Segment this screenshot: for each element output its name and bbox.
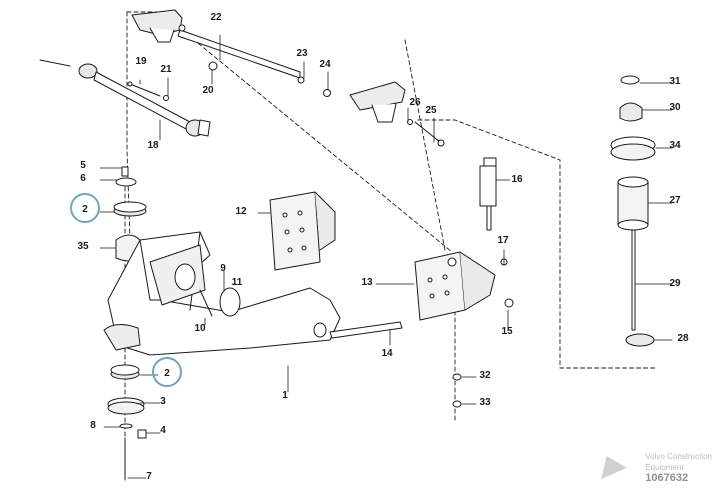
a-frame-arm-1: [103, 231, 341, 356]
callout-label: 2: [164, 368, 170, 379]
callout-label: 25: [425, 105, 437, 116]
callout-label: 19: [135, 56, 147, 67]
bracket-13: [414, 251, 496, 321]
callout-label: 8: [90, 420, 96, 431]
callout-highlight-ring: [70, 193, 100, 223]
callout-label: 12: [235, 206, 247, 217]
callout-label: 3: [160, 396, 166, 407]
callout-labels: 1223456789101112131415161718192021222324…: [70, 12, 689, 482]
callout-label: 17: [497, 235, 509, 246]
callout-label: 13: [361, 277, 373, 288]
callout-label: 21: [160, 64, 172, 75]
small-fasteners-top: [127, 61, 445, 147]
upper-torque-rod-22: [131, 9, 301, 79]
callout-label: 2: [82, 204, 88, 215]
callout-label: 32: [479, 370, 491, 381]
leader-lines: [99, 34, 673, 479]
callout-label: 26: [409, 97, 421, 108]
plate-9-pin-10: [199, 287, 241, 317]
callout-label: 24: [319, 59, 331, 70]
shock-absorber-16: [479, 157, 497, 231]
rod-14: [329, 321, 403, 339]
callout-label: 10: [194, 323, 206, 334]
callout-label: 7: [146, 471, 152, 482]
callout-label: 30: [669, 102, 681, 113]
callout-label: 16: [511, 174, 523, 185]
callout-label: 14: [381, 348, 393, 359]
callout-label: 29: [669, 278, 681, 289]
callout-label: 28: [677, 333, 689, 344]
callout-label: 22: [210, 12, 222, 23]
callout-label: 1: [282, 390, 288, 401]
callout-label: 9: [220, 263, 226, 274]
callout-label: 27: [669, 195, 681, 206]
callout-label: 11: [232, 277, 243, 288]
callout-highlight-ring: [152, 357, 182, 387]
callout-label: 31: [669, 76, 681, 87]
assembly-guide-lines: [124, 11, 656, 441]
cab-bracket-top-right: [349, 81, 406, 123]
callout-label: 15: [501, 326, 513, 337]
fasteners-right: [452, 258, 514, 408]
watermark-line2: Equipment: [645, 463, 684, 472]
watermark-logo: ▶: [602, 450, 624, 481]
callout-label: 5: [80, 160, 86, 171]
spring-stack-right: [610, 75, 656, 347]
callout-label: 23: [296, 48, 308, 59]
callout-label: 35: [77, 241, 89, 252]
callout-label: 20: [202, 85, 214, 96]
bracket-12: [269, 191, 336, 271]
stabilizer-rod-18: [39, 59, 211, 137]
lower-mount-stack: [107, 364, 147, 481]
watermark-line1: Volvo Construction: [645, 452, 712, 461]
callout-label: 18: [147, 140, 159, 151]
watermark-line3: 1067632: [645, 472, 689, 484]
callout-label: 6: [80, 173, 86, 184]
callout-label: 4: [160, 425, 166, 436]
callout-label: 33: [479, 397, 491, 408]
watermark: Volvo Construction Equipment 1067632: [645, 451, 712, 484]
callout-label: 34: [669, 140, 681, 151]
